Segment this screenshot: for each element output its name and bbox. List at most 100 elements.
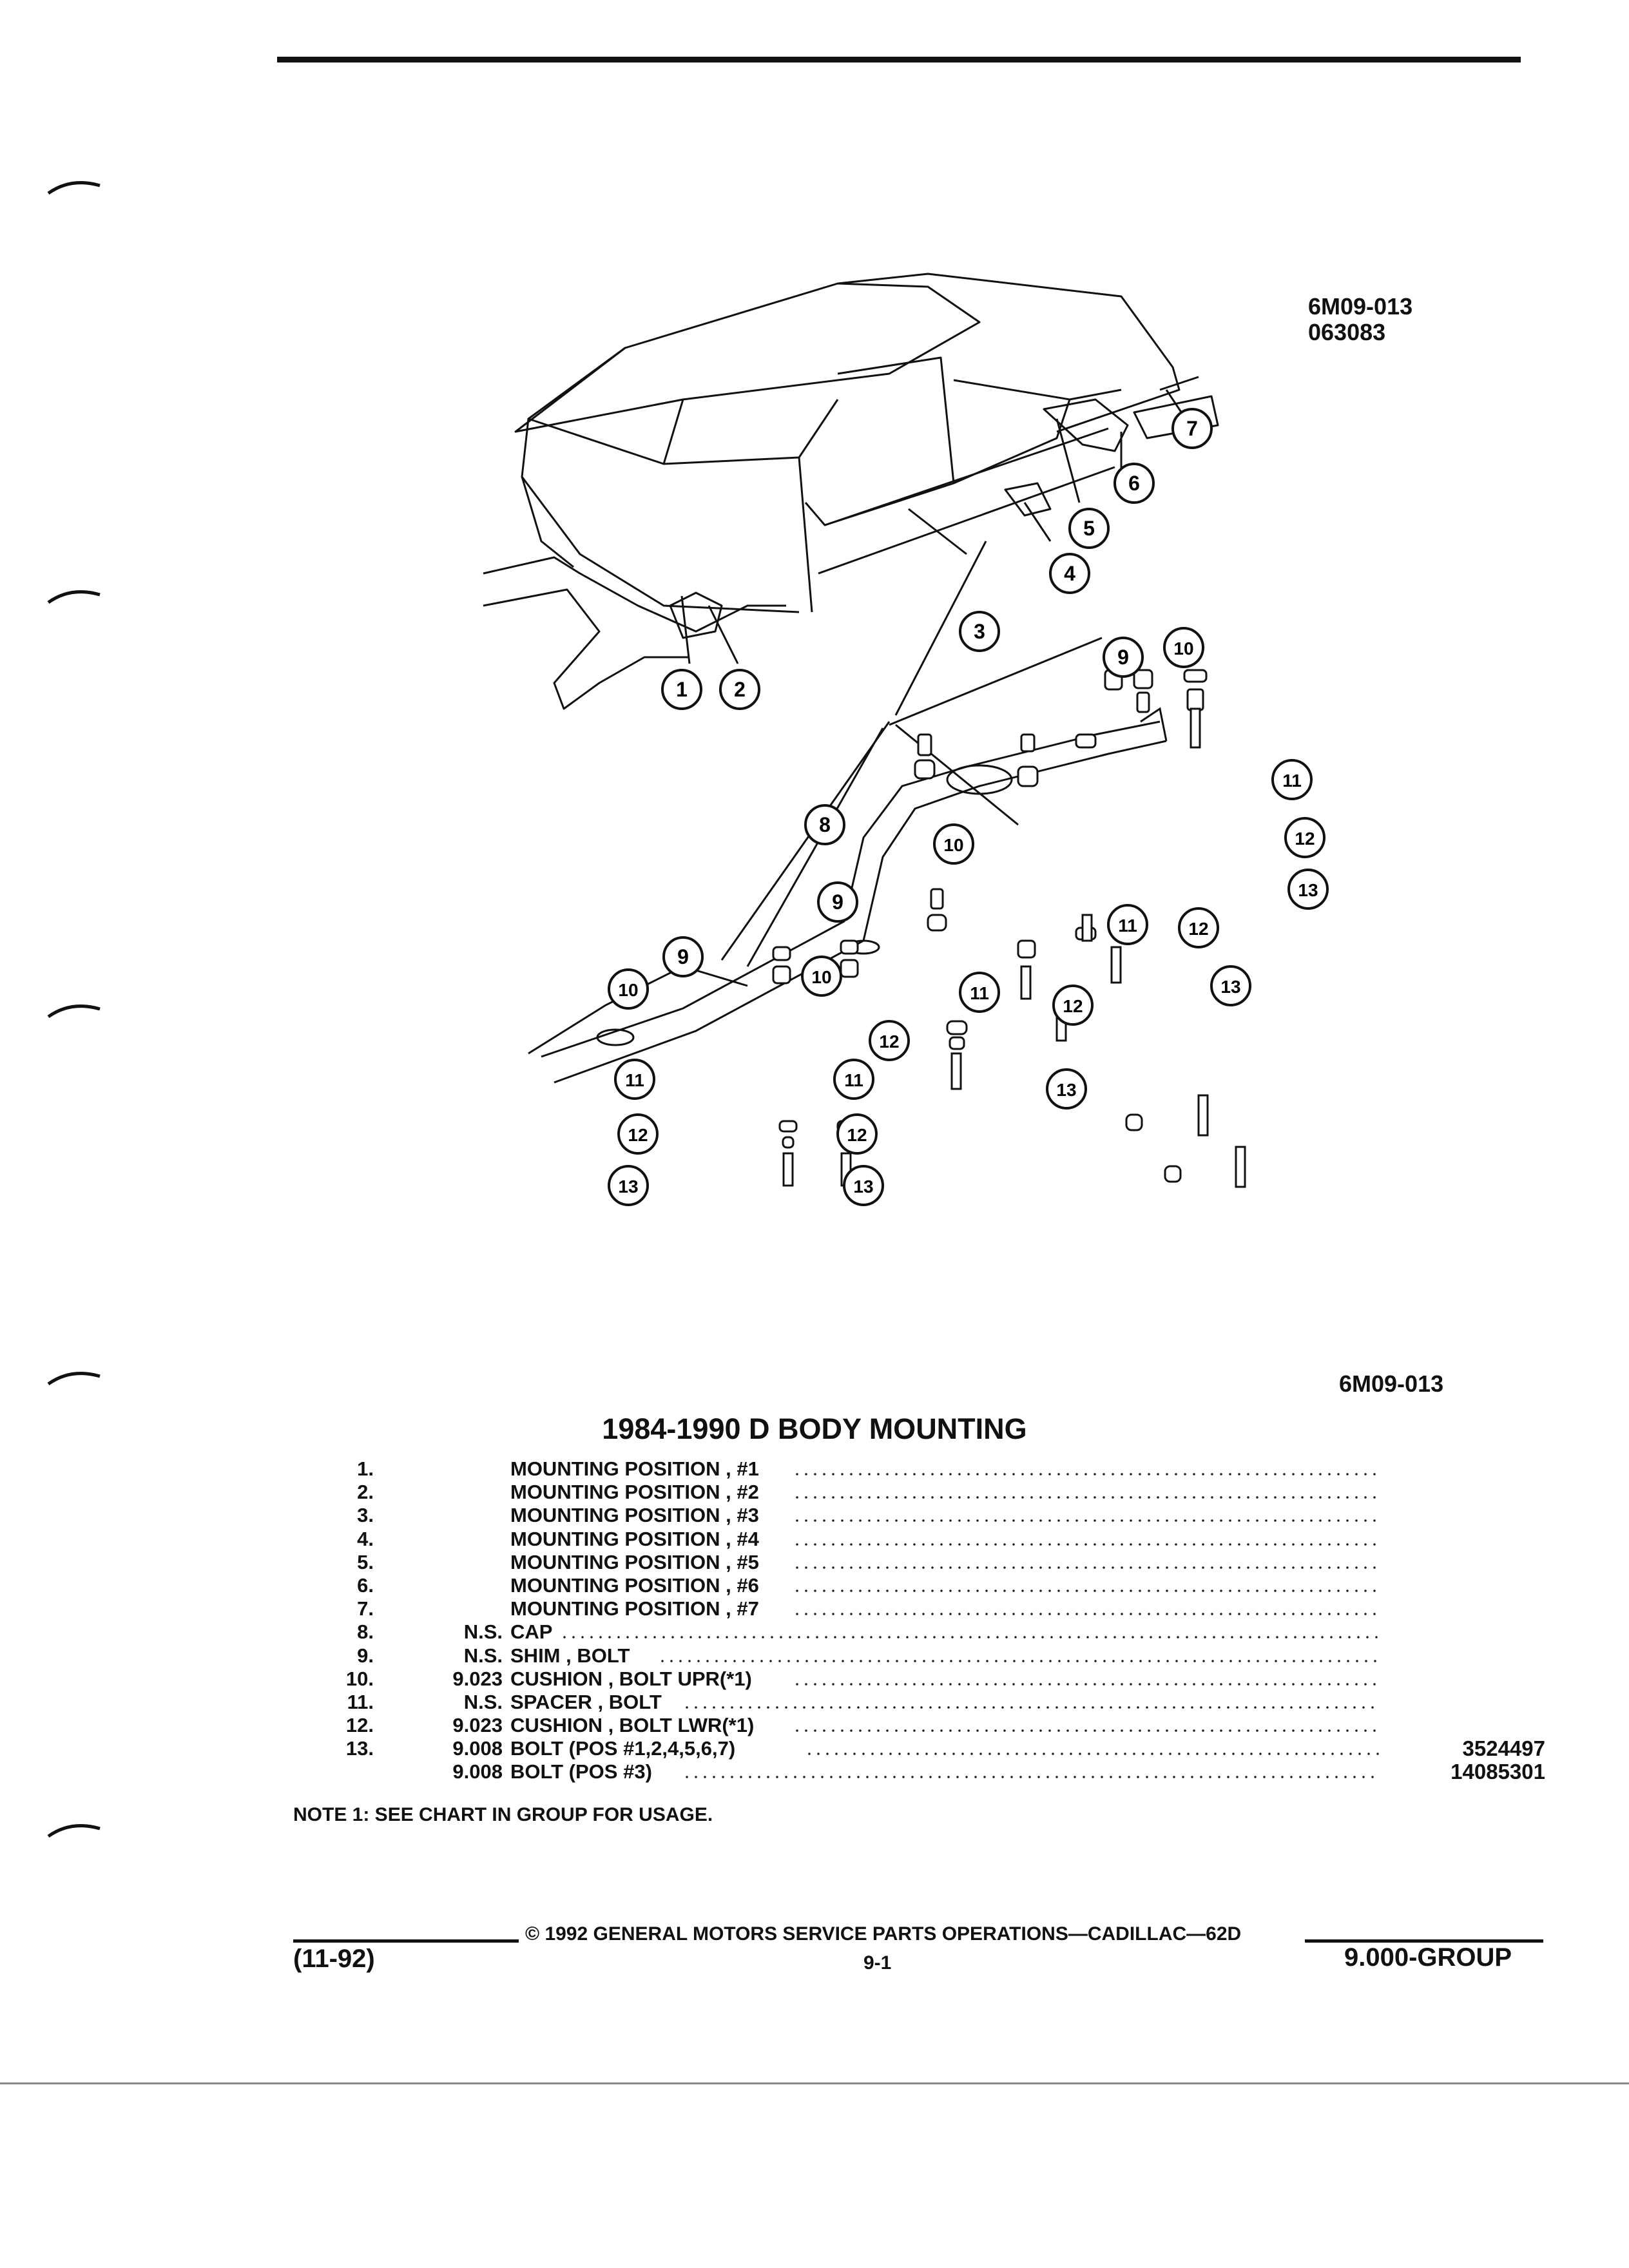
callout-circle xyxy=(959,972,1000,1013)
callout-12: 12 xyxy=(1052,985,1094,1026)
callout-circle xyxy=(804,804,845,845)
callout-circle xyxy=(801,956,842,997)
callout-circle xyxy=(1107,904,1148,945)
binder-edge-mark xyxy=(47,1824,101,1838)
leader-lines xyxy=(680,389,1187,967)
callout-label: 13 xyxy=(1056,1080,1076,1100)
callout-circle xyxy=(836,1113,878,1155)
part-description: MOUNTING POSITION , #5 xyxy=(510,1550,759,1573)
part-number-index: 9. xyxy=(357,1644,374,1667)
callout-circle xyxy=(1163,627,1204,668)
callout-9: 9 xyxy=(817,881,858,923)
callout-13: 13 xyxy=(1046,1068,1087,1110)
callout-12: 12 xyxy=(617,1113,659,1155)
callout-10: 10 xyxy=(933,823,974,865)
group-number: 9.000-GROUP xyxy=(1344,1943,1512,1972)
callout-circle xyxy=(959,611,1000,652)
part-ref: N.S. xyxy=(463,1690,503,1713)
part-number-index: 12. xyxy=(345,1714,374,1737)
callout-5: 5 xyxy=(1068,508,1110,549)
part-description: MOUNTING POSITION , #6 xyxy=(510,1573,759,1597)
callout-circle xyxy=(662,936,704,977)
part-number-index: 4. xyxy=(357,1527,374,1550)
callout-circle xyxy=(1103,637,1144,678)
callout-11: 11 xyxy=(959,972,1000,1013)
dot-leader xyxy=(560,1620,1379,1644)
parts-row: 6.MOUNTING POSITION , #6 xyxy=(290,1573,1553,1597)
parts-row: 4.MOUNTING POSITION , #4 xyxy=(290,1527,1553,1551)
footer-rule-left xyxy=(293,1939,519,1943)
callout-circle xyxy=(719,669,760,710)
callout-label: 12 xyxy=(628,1125,648,1145)
callout-8: 8 xyxy=(804,804,845,845)
parts-row: 3.MOUNTING POSITION , #3 xyxy=(290,1504,1553,1528)
callout-label: 11 xyxy=(1282,771,1302,791)
callout-label: 13 xyxy=(618,1177,638,1196)
callout-label: 3 xyxy=(974,620,985,643)
callout-9: 9 xyxy=(662,936,704,977)
callout-3: 3 xyxy=(959,611,1000,652)
dot-leader xyxy=(793,1527,1379,1551)
callout-circle xyxy=(1049,553,1090,594)
dot-leader xyxy=(682,1690,1379,1714)
callout-2: 2 xyxy=(719,669,760,710)
parts-row: 9.N.S.SHIM , BOLT xyxy=(290,1644,1553,1667)
callout-circle xyxy=(1068,508,1110,549)
callout-circle xyxy=(1171,408,1213,449)
page-title: 1984-1990 D BODY MOUNTING xyxy=(602,1412,1027,1445)
part-number-index: 7. xyxy=(357,1597,374,1620)
part-description: BOLT (POS #1,2,4,5,6,7) xyxy=(510,1737,736,1760)
dot-leader xyxy=(793,1714,1379,1738)
callout-13: 13 xyxy=(1287,869,1329,910)
callout-label: 4 xyxy=(1064,562,1075,585)
callout-circle xyxy=(608,968,649,1010)
callout-circle xyxy=(614,1059,655,1100)
callout-circle xyxy=(1052,985,1094,1026)
callout-12: 12 xyxy=(869,1020,910,1061)
callout-circle xyxy=(933,823,974,865)
callout-circle xyxy=(869,1020,910,1061)
figure-code-lower: 6M09-013 xyxy=(1339,1370,1444,1397)
callout-label: 10 xyxy=(811,967,831,987)
callout-label: 5 xyxy=(1083,517,1095,540)
callout-13: 13 xyxy=(608,1165,649,1206)
part-number-index: 5. xyxy=(357,1550,374,1573)
callout-11: 11 xyxy=(614,1059,655,1100)
copyright-line: © 1992 GENERAL MOTORS SERVICE PARTS OPER… xyxy=(525,1923,1242,1945)
callout-label: 9 xyxy=(832,890,843,914)
part-description: CUSHION , BOLT UPR(*1) xyxy=(510,1667,752,1690)
part-ref: 9.008 xyxy=(452,1737,503,1760)
callout-label: 13 xyxy=(1298,880,1318,900)
figure-date-code: 063083 xyxy=(1308,319,1386,345)
binder-edge-mark xyxy=(47,590,101,604)
part-ref: 9.023 xyxy=(452,1714,503,1737)
parts-row: 2.MOUNTING POSITION , #2 xyxy=(290,1481,1553,1504)
callout-label: 12 xyxy=(1188,919,1208,939)
callout-label: 9 xyxy=(677,945,689,968)
callout-label: 12 xyxy=(879,1032,899,1052)
part-ref: 9.008 xyxy=(452,1760,503,1783)
callout-circle xyxy=(1210,965,1251,1006)
dot-leader xyxy=(793,1457,1379,1481)
page-number: 9-1 xyxy=(863,1952,892,1974)
part-description: MOUNTING POSITION , #1 xyxy=(510,1457,759,1480)
part-catalog-number: 14085301 xyxy=(1451,1760,1545,1784)
dot-leader xyxy=(793,1667,1379,1691)
parts-row: 8.N.S.CAP xyxy=(290,1620,1553,1644)
parts-row: 5. MOUNTING POSITION , #5 xyxy=(290,1550,1553,1574)
callout-circle xyxy=(833,1059,874,1100)
callout-label: 11 xyxy=(844,1070,863,1090)
figure-code: 6M09-013 xyxy=(1308,293,1413,320)
footer-rule-right xyxy=(1305,1939,1543,1943)
part-description: MOUNTING POSITION , #2 xyxy=(510,1481,759,1504)
parts-row: 11.N.S.SPACER , BOLT xyxy=(290,1690,1553,1714)
callout-9: 9 xyxy=(1103,637,1144,678)
callout-circle xyxy=(617,1113,659,1155)
callout-12: 12 xyxy=(836,1113,878,1155)
parts-row: 1.MOUNTING POSITION , #1 xyxy=(290,1457,1553,1481)
